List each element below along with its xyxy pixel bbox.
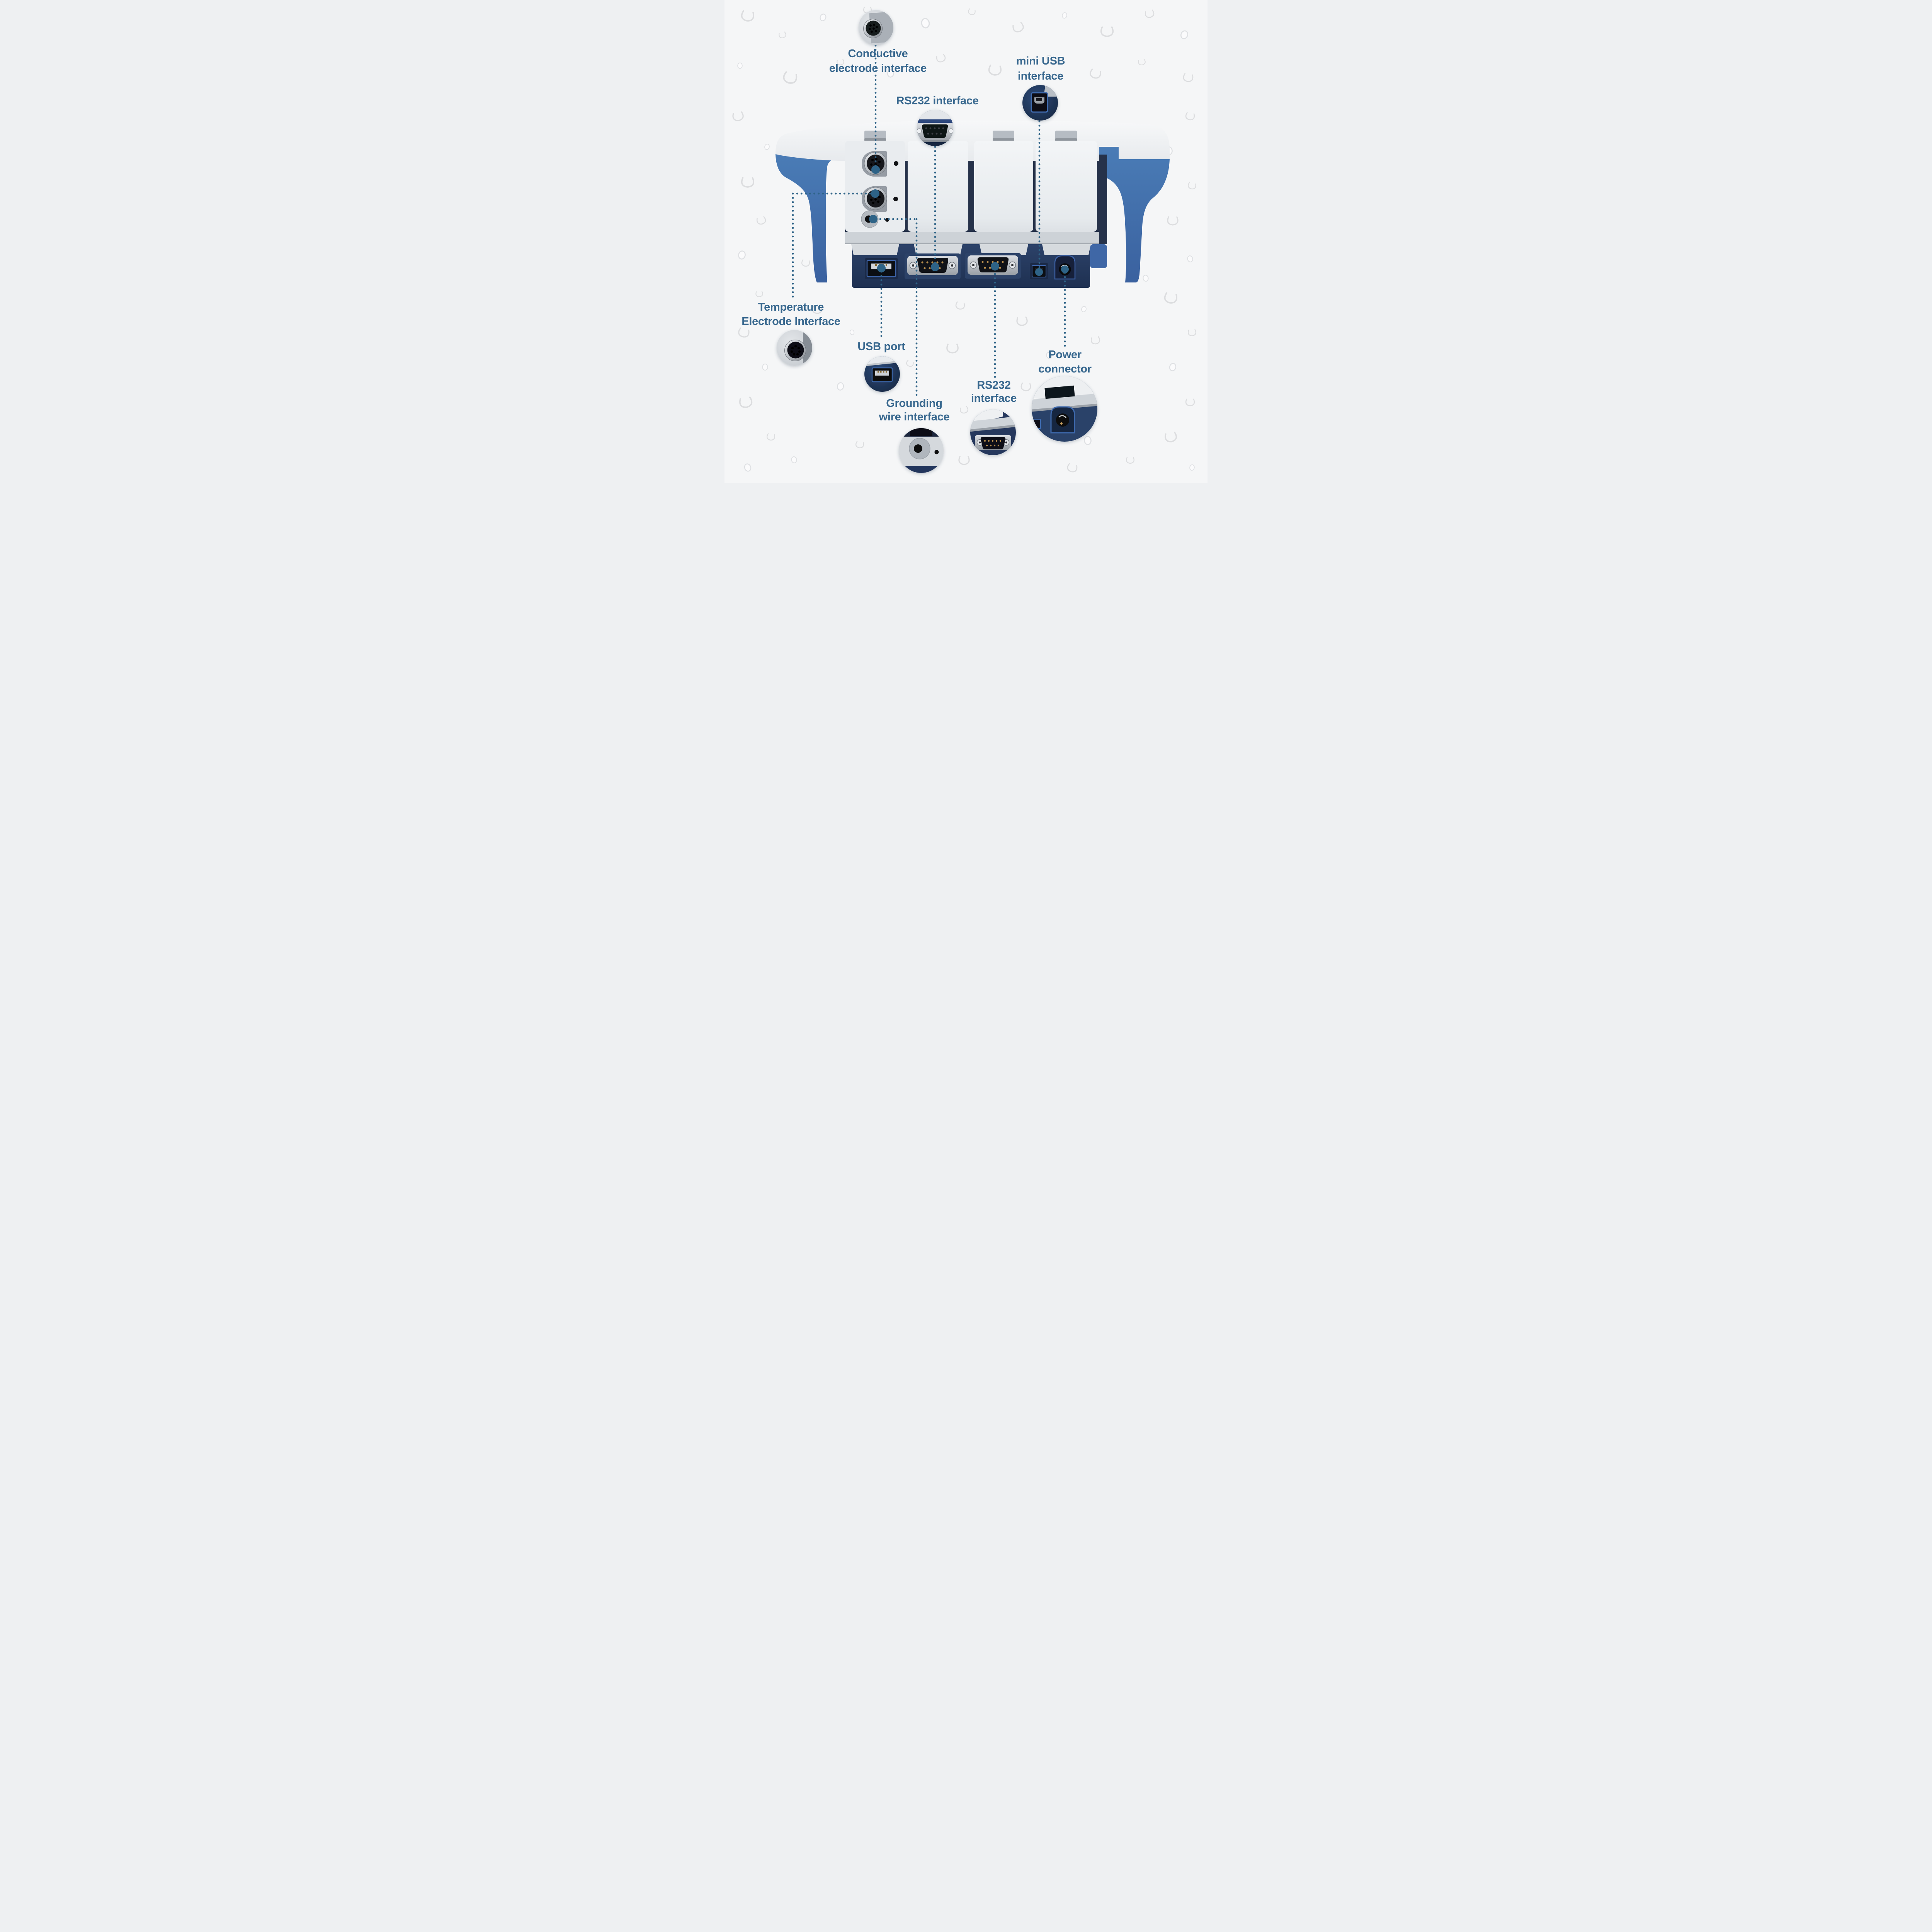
module-bay-3 bbox=[974, 141, 1033, 232]
device-left-leg bbox=[776, 154, 845, 282]
label-mini-usb-line1: mini USB bbox=[1016, 55, 1065, 67]
label-power-line2: connector bbox=[1038, 363, 1092, 375]
label-rs232-bottom-line2: interface bbox=[971, 392, 1017, 405]
label-grounding-line1: Grounding bbox=[886, 397, 942, 410]
device-right-leg bbox=[1099, 147, 1170, 282]
screw-hole-1 bbox=[894, 161, 898, 166]
label-rs232-top: RS232 interface bbox=[896, 95, 978, 107]
usb-a-port bbox=[865, 258, 898, 279]
label-grounding-line2: wire interface bbox=[879, 411, 950, 423]
screw-hole-2 bbox=[893, 197, 898, 201]
label-conductive-line1: Conductive bbox=[848, 48, 908, 60]
label-rs232-bottom-line1: RS232 bbox=[977, 379, 1010, 391]
callout-conductive-closeup bbox=[859, 10, 893, 45]
callout-temperature-closeup bbox=[777, 330, 812, 366]
leader-lines bbox=[792, 44, 1066, 398]
label-temperature-line1: Temperature bbox=[758, 301, 824, 313]
callout-usb-closeup bbox=[864, 356, 900, 392]
leader-endpoint-dots bbox=[869, 165, 1069, 276]
din-socket-conductive bbox=[862, 151, 887, 177]
label-conductive-line2: electrode interface bbox=[829, 62, 927, 75]
callout-mini-usb-closeup bbox=[1022, 85, 1058, 121]
body-right-sliver bbox=[1090, 244, 1107, 268]
module-shelf bbox=[845, 232, 1099, 244]
device-interface-diagram: Conductive electrode interface mini USB … bbox=[724, 0, 1208, 483]
module-bay-2 bbox=[908, 141, 968, 232]
callout-rs232-top-closeup bbox=[917, 110, 953, 146]
label-mini-usb-line2: interface bbox=[1018, 70, 1063, 82]
callout-rs232-bottom-closeup bbox=[970, 410, 1016, 455]
module-shelf-edge bbox=[845, 243, 1099, 244]
label-usb-port: USB port bbox=[857, 340, 905, 353]
label-temperature-line2: Electrode Interface bbox=[742, 315, 840, 328]
callout-labels: Conductive electrode interface mini USB … bbox=[742, 48, 1092, 423]
callout-power-closeup bbox=[1032, 376, 1097, 442]
label-power-line1: Power bbox=[1048, 349, 1082, 361]
module-feet bbox=[851, 244, 1091, 255]
module-bay-4 bbox=[1036, 141, 1097, 232]
diagram-stage: Conductive electrode interface mini USB … bbox=[724, 0, 1208, 483]
